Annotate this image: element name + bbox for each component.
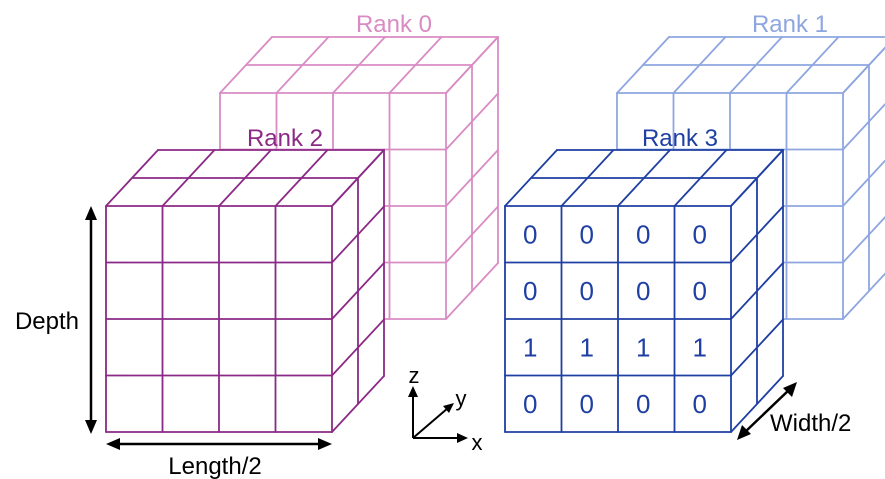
cube-backdrop (505, 150, 783, 432)
rank-0-title: Rank 0 (356, 11, 432, 38)
rank-3-cell-value: 0 (523, 219, 537, 249)
rank-3-cube (504, 149, 784, 433)
rank-3-cell-value: 0 (693, 276, 707, 306)
side-grid-line (842, 102, 885, 151)
cube-backdrop (106, 150, 384, 432)
depth-arrow (85, 206, 97, 434)
rank-3-cell-value: 0 (636, 276, 650, 306)
axis-triad-icon (408, 386, 468, 443)
rank-3-cell-value: 1 (580, 332, 594, 362)
axis-x-label: x (472, 430, 483, 455)
rank-2-cube (105, 149, 385, 433)
rank-3-cell-value: 0 (693, 389, 707, 419)
rank-2-title: Rank 2 (247, 125, 323, 152)
rank-3-cell-value: 0 (636, 389, 650, 419)
rank-3-cell-value: 0 (580, 219, 594, 249)
width-arrow (737, 382, 797, 440)
rank-3-cell-value: 0 (523, 389, 537, 419)
side-grid-line (842, 272, 885, 320)
rank-1-title: Rank 1 (752, 11, 828, 38)
rank-3-cell-value: 0 (580, 276, 594, 306)
rank-3-value-grid: 0 0 0 0 0 0 0 0 1 1 1 1 0 0 0 0 (523, 219, 707, 419)
axis-z-label: z (409, 363, 420, 388)
rank-3-cell-value: 1 (693, 332, 707, 362)
rank-3-cell-value: 1 (523, 332, 537, 362)
depth-label: Depth (15, 308, 79, 335)
width-label: Width/2 (770, 410, 851, 437)
rank-3-cell-value: 0 (636, 219, 650, 249)
rank-3-title: Rank 3 (642, 125, 718, 152)
length-label: Length/2 (168, 453, 261, 479)
rank-3-cell-value: 0 (523, 276, 537, 306)
rank-3-cell-value: 1 (636, 332, 650, 362)
side-grid-line (842, 159, 885, 207)
rank-3-cell-value: 0 (693, 219, 707, 249)
side-grid-line (842, 215, 885, 264)
axis-y-label: y (456, 386, 467, 411)
rank-3-cell-value: 0 (580, 389, 594, 419)
length-arrow (106, 438, 332, 450)
